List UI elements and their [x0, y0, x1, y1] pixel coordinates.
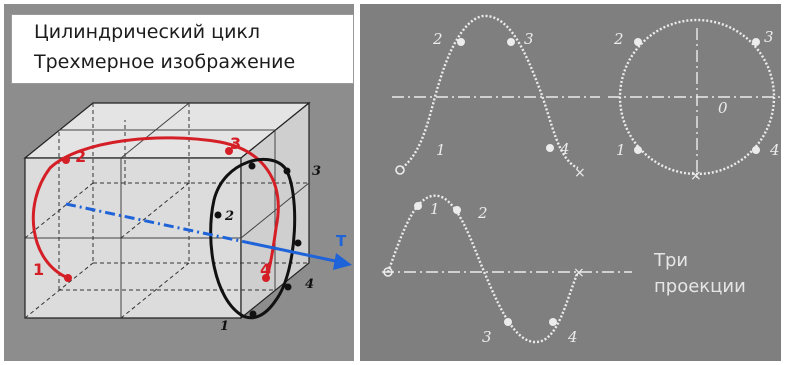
- top-wave-point-2: [457, 38, 465, 46]
- red-point-3: [225, 147, 233, 155]
- circle-center-label: 0: [718, 99, 728, 117]
- bottom-wave-point-4: [549, 318, 557, 326]
- black-point-4: [284, 283, 292, 291]
- circle-label-4: 4: [769, 141, 780, 159]
- cube: 1 2 3 4 T 3 2 4 1: [23, 101, 352, 334]
- title-line-1: Цилиндрический цикл: [34, 21, 261, 43]
- bottom-wave-point-2: [453, 206, 461, 214]
- bottom-wave-label-2: 2: [477, 204, 488, 222]
- red-cycle-curve: [31, 136, 280, 280]
- top-wave-label-2: 2: [432, 30, 443, 48]
- top-wave-start-marker: [395, 165, 405, 175]
- bottom-wave-label-4: 4: [567, 328, 578, 346]
- title-line-2: Трехмерное изображение: [34, 51, 296, 73]
- red-point-1: [64, 274, 72, 282]
- black-label-1: 1: [220, 319, 229, 334]
- circle-cross: ×: [690, 168, 702, 184]
- bottom-wave-cross: ×: [573, 265, 585, 281]
- right-panel: [360, 4, 781, 361]
- projection-labels: 1 2 3 4 2 3 1 4 0 1 2 3 4: [430, 28, 780, 346]
- circle-point-4: [752, 146, 760, 154]
- black-label-2: 2: [224, 209, 234, 224]
- axis-arrow-shaft: [249, 241, 341, 264]
- top-wave-curve: [401, 14, 579, 170]
- cycle-axis: [65, 202, 251, 245]
- black-point-bottom: [249, 310, 257, 318]
- top-wave-label-4: 4: [559, 140, 570, 158]
- black-point-3: [283, 167, 291, 175]
- caption-line-2: проекции: [654, 276, 746, 297]
- black-point-a: [294, 239, 302, 247]
- top-wave-label-1: 1: [436, 141, 446, 159]
- red-point-2: [62, 156, 70, 164]
- circle-projection: [618, 18, 776, 176]
- grid-line: [120, 102, 190, 159]
- red-label-4: 4: [260, 260, 271, 279]
- black-point-left: [214, 211, 222, 219]
- circle-point-3: [752, 38, 760, 46]
- bottom-wave-point-1: [414, 202, 422, 210]
- red-label-3: 3: [230, 134, 241, 153]
- bottom-wave-start-marker: [383, 267, 393, 277]
- hidden-edge: [24, 182, 94, 239]
- circle-label-2: 2: [613, 30, 624, 48]
- top-wave-cross: ×: [574, 165, 586, 181]
- bottom-wave-label-1: 1: [430, 200, 440, 218]
- title-box: Цилиндрический цикл Трехмерное изображен…: [11, 14, 354, 84]
- caption-line-1: Три: [654, 250, 689, 271]
- black-point-2: [248, 162, 256, 170]
- grid-line: [240, 182, 310, 239]
- circle-label-3: 3: [764, 28, 774, 46]
- circle-point-1: [634, 146, 642, 154]
- black-label-4: 4: [305, 277, 314, 292]
- hidden-edge: [120, 262, 190, 319]
- red-point-4: [262, 274, 270, 282]
- axis-label-T: T: [336, 232, 347, 250]
- circle-point-2: [634, 38, 642, 46]
- bottom-wave-point-3: [504, 318, 512, 326]
- top-wave-label-3: 3: [524, 30, 534, 48]
- black-label-3: 3: [312, 164, 321, 179]
- top-wave-point-4: [546, 144, 554, 152]
- projections: × × ×: [382, 14, 784, 344]
- axis-arrowhead: [333, 253, 352, 270]
- red-label-2: 2: [75, 147, 86, 166]
- top-wave-point-3: [507, 38, 515, 46]
- circle-label-1: 1: [616, 141, 626, 159]
- red-label-1: 1: [33, 260, 44, 279]
- bottom-wave-curve: [386, 194, 580, 344]
- hidden-edge: [120, 182, 190, 239]
- bottom-wave-label-3: 3: [482, 328, 492, 346]
